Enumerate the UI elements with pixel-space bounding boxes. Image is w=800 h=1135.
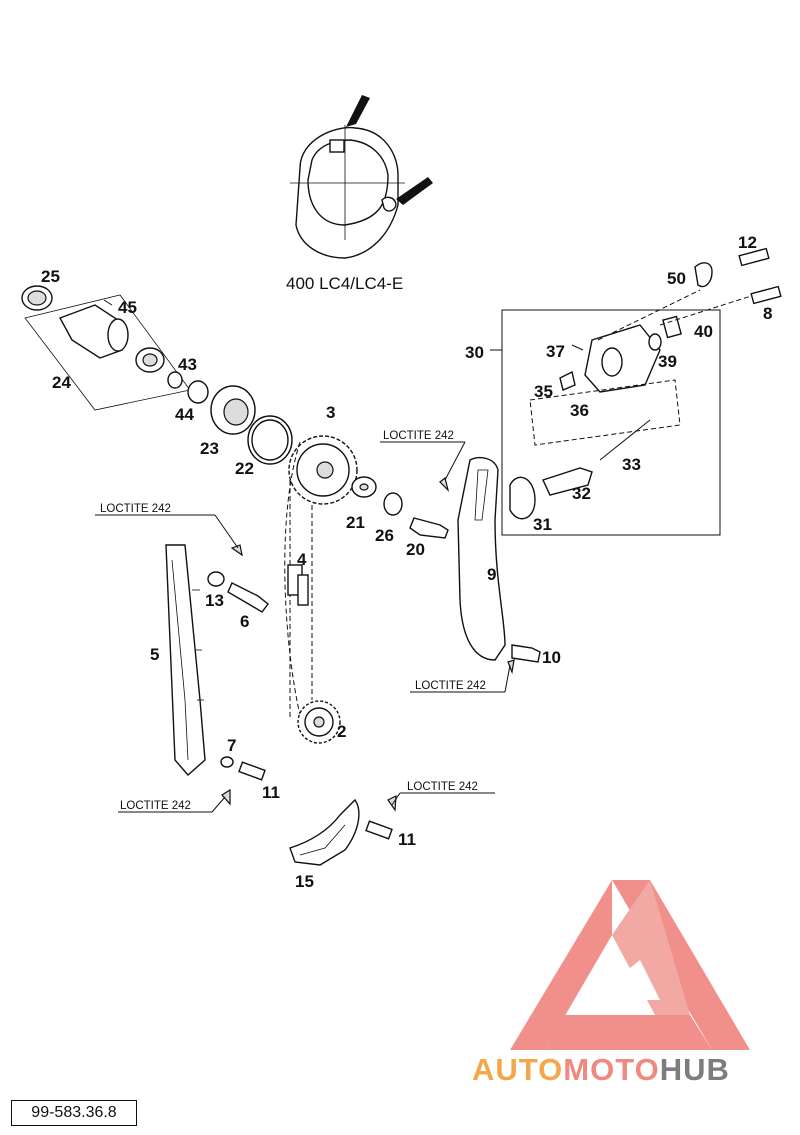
callout-31: 31 [533,515,552,534]
brand-logo-mark [510,880,750,1050]
callout-24: 24 [52,373,71,392]
callout-25: 25 [41,267,60,286]
callout-45: 45 [118,298,137,317]
loctite-note: LOCTITE 242 [383,430,454,442]
callout-30: 30 [465,343,484,362]
document-reference: 99-583.36.8 [11,1100,137,1126]
callout-44: 44 [175,405,194,424]
callout-2: 2 [337,722,346,741]
callout-23: 23 [200,439,219,458]
callout-36: 36 [570,401,589,420]
timing-chain [284,441,313,720]
brand-part-1: AUTO [472,1052,564,1087]
callout-5: 5 [150,645,159,664]
arrow-icon [396,177,433,205]
callout-26: 26 [375,526,394,545]
callout-4: 4 [297,550,307,569]
callout-40: 40 [694,322,713,341]
camshaft-assembly [21,285,293,465]
callout-9: 9 [487,565,496,584]
variant-label: 400 LC4/LC4-E [286,274,403,293]
leader-lines [95,441,511,813]
callout-10: 10 [542,648,561,667]
callout-32: 32 [572,484,591,503]
chain-guide-rail [165,544,206,776]
tensioner-bolt [383,492,449,539]
callout-37: 37 [546,342,565,361]
callout-15: 15 [295,872,314,891]
callout-50: 50 [667,269,686,288]
tensioner-rail [439,457,506,661]
callout-35: 35 [534,382,553,401]
callout-21: 21 [346,513,365,532]
camshaft-detail-view [290,95,433,259]
callout-11: 11 [262,783,280,802]
brand-wordmark: AUTOMOTOHUB [472,1052,730,1088]
loctite-note: LOCTITE 242 [407,781,478,793]
crankshaft-sprocket [297,700,341,744]
chain-guide-bracket [289,794,397,866]
callout-12: 12 [738,233,757,252]
bolt-10 [507,644,541,675]
arrow-icon [346,95,370,127]
callout-33: 33 [622,455,641,474]
loctite-note: LOCTITE 242 [415,680,486,692]
callout-3: 3 [326,403,335,422]
clamp-and-screws [694,247,782,305]
callout-22: 22 [235,459,254,478]
loctite-note: LOCTITE 242 [120,800,191,812]
callout-6: 6 [240,612,249,631]
brand-part-3: HUB [659,1052,730,1087]
callout-39: 39 [658,352,677,371]
chain-tensioner-assembly [490,289,771,536]
callout-11: 11 [398,830,416,849]
part-callouts: 25 45 24 43 44 23 22 3 21 26 20 4 13 6 5… [41,233,772,891]
callout-8: 8 [763,304,772,323]
loctite-note: LOCTITE 242 [100,503,171,515]
callout-13: 13 [205,591,224,610]
callout-7: 7 [227,736,236,755]
brand-part-2: MOTO [563,1052,660,1087]
pivot-bolt [207,544,269,613]
camshaft-sprocket [288,435,377,505]
callout-20: 20 [406,540,425,559]
callout-43: 43 [178,355,197,374]
lower-bolt [220,756,266,806]
